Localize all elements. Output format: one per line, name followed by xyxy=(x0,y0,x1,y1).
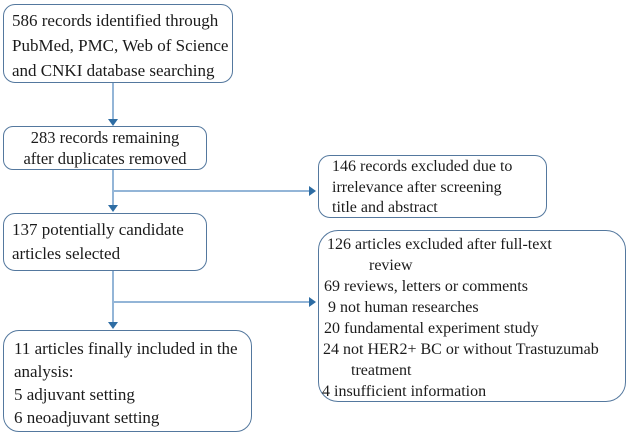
box-text-line: 137 potentially candidate xyxy=(12,220,184,239)
arrow-line-identification-to-dedup xyxy=(112,83,114,119)
box-text-line: 4 insufficient information xyxy=(322,383,487,400)
box-text-line: 24 not HER2+ BC or without Trastuzumab xyxy=(323,341,599,358)
arrow-head-down-icon xyxy=(108,322,118,329)
box-text-line: 20 fundamental experiment study xyxy=(324,320,539,337)
arrow-line-candidates-to-included xyxy=(112,271,114,323)
box-duplicates-removed: 283 records remaining after duplicates r… xyxy=(3,126,207,170)
box-excluded-fulltext: 126 articles excluded after full-text re… xyxy=(318,230,626,402)
box-text-line: 126 articles excluded after full-text xyxy=(327,236,552,253)
box-text-line: analysis: xyxy=(14,362,74,381)
box-records-identified: 586 records identified through PubMed, P… xyxy=(3,4,233,83)
box-text-line: irrelevance after screening xyxy=(332,178,502,196)
box-excluded-screening: 146 records excluded due to irrelevance … xyxy=(318,155,547,218)
box-text-line: 11 articles finally included in the xyxy=(14,339,238,358)
box-text-line: 283 records remaining xyxy=(30,128,180,147)
arrow-head-down-icon xyxy=(108,119,118,126)
box-text-line: and CNKI database searching xyxy=(12,61,215,80)
arrow-head-right-icon xyxy=(309,297,316,307)
box-text-line: title and abstract xyxy=(332,199,438,216)
box-text-line: 586 records identified through xyxy=(12,11,219,30)
box-text-line: review xyxy=(369,257,413,274)
arrow-head-right-icon xyxy=(309,186,316,196)
box-text-line: 6 neoadjuvant setting xyxy=(14,408,160,427)
box-text-line: 5 adjuvant setting xyxy=(14,385,135,404)
box-text-line: articles selected xyxy=(12,244,121,263)
box-text-line: after duplicates removed xyxy=(23,148,187,168)
arrow-line-branch-to-excluded-screening xyxy=(113,190,309,192)
box-included-articles: 11 articles finally included in the anal… xyxy=(3,330,252,432)
arrow-head-down-icon xyxy=(108,205,118,212)
box-text-line: 69 reviews, letters or comments xyxy=(324,278,528,295)
box-text-line: PubMed, PMC, Web of Science xyxy=(12,36,229,55)
box-text-line: 146 records excluded due to xyxy=(332,158,513,175)
box-candidate-articles: 137 potentially candidate articles selec… xyxy=(3,213,207,271)
arrow-line-dedup-to-candidates xyxy=(112,170,114,206)
box-text-line: treatment xyxy=(351,362,412,379)
box-text-line: 9 not human researches xyxy=(328,299,479,316)
arrow-line-branch-to-excluded-fulltext xyxy=(113,301,309,303)
